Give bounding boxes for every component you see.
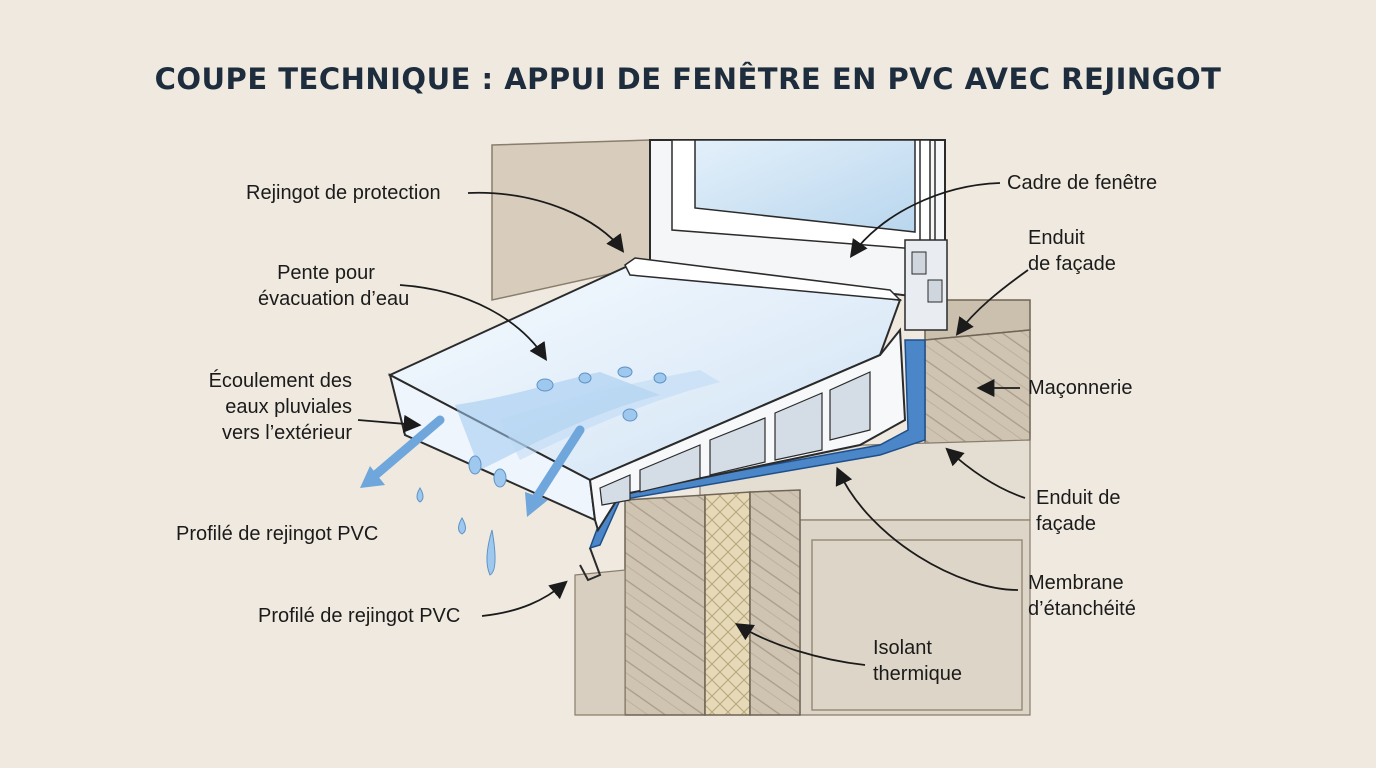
window-frame: [649, 139, 948, 331]
label-membrane-line2: d’étanchéité: [1028, 598, 1136, 620]
arrow-isolant: [734, 623, 866, 666]
arrow-membrane: [835, 466, 1019, 591]
label-pente: Pente pour évacuation d’eau: [258, 260, 410, 312]
arrow-enduit-top: [955, 269, 1029, 336]
label-ecoulement-line2: eaux pluviales: [225, 396, 352, 418]
arrow-profile-bottom: [481, 580, 568, 617]
arrow-enduit-mid: [945, 447, 1026, 499]
label-enduit-mid: Enduit de façade: [1036, 485, 1121, 537]
label-rejingot-protection: Rejingot de protection: [246, 182, 441, 204]
label-profile-left: Profilé de rejingot PVC: [176, 523, 379, 545]
label-pente-line1: Pente pour: [277, 262, 375, 284]
arrow-pente: [399, 284, 547, 362]
arrow-cadre: [849, 182, 1001, 258]
label-cadre: Cadre de fenêtre: [1007, 172, 1158, 194]
label-profile-bottom: Profilé de rejingot PVC: [258, 605, 461, 627]
label-isolant-line2: thermique: [873, 663, 962, 685]
water-flow: [360, 366, 720, 576]
waterproof-membrane: [588, 339, 926, 550]
label-membrane-line1: Membrane: [1028, 572, 1124, 594]
leader-arrows: [357, 182, 1029, 666]
label-membrane: Membrane d’étanchéité: [1028, 570, 1136, 622]
label-enduit-top: Enduit de façade: [1028, 225, 1116, 277]
label-ecoulement: Écoulement des eaux pluviales vers l’ext…: [180, 368, 352, 446]
label-ecoulement-line3: vers l’extérieur: [221, 422, 352, 444]
label-enduit-mid-line2: façade: [1036, 513, 1097, 535]
arrow-ecoulement: [357, 414, 422, 433]
label-maconnerie: Maçonnerie: [1028, 377, 1133, 399]
label-enduit-top-line1: Enduit: [1028, 227, 1085, 249]
label-enduit-mid-line1: Enduit de: [1036, 487, 1121, 509]
label-ecoulement-line1: Écoulement des: [208, 370, 352, 392]
label-enduit-top-line2: de façade: [1028, 253, 1116, 275]
label-isolant: Isolant thermique: [873, 635, 962, 687]
lower-wall: [574, 489, 801, 716]
label-isolant-line1: Isolant: [873, 637, 932, 659]
arrow-rejingot-protection: [467, 191, 625, 253]
label-pente-line2: évacuation d’eau: [258, 288, 410, 310]
diagram-title: COUPE TECHNIQUE : APPUI DE FENÊTRE EN PV…: [154, 62, 1222, 96]
